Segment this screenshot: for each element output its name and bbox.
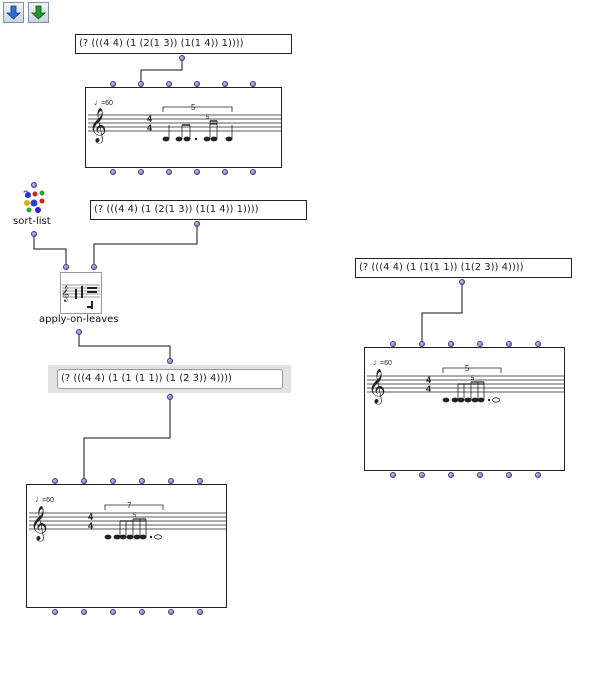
wire-sort-list-to-apply [33, 233, 67, 266]
outlet[interactable] [506, 472, 512, 478]
toolbar-down-blue-button[interactable] [3, 2, 24, 23]
time-signature-num: 4 [426, 375, 431, 385]
rhythm-tree-box-2[interactable]: (? (((4 4) (1 (2(1 3)) (1(1 4)) 1)))) [90, 200, 307, 220]
wire-rhythm1-to-score-top [140, 58, 183, 84]
outlet[interactable] [448, 472, 454, 478]
sort-list-label: sort-list [13, 216, 51, 227]
outlet[interactable] [194, 221, 200, 227]
inlet[interactable] [535, 341, 541, 347]
treble-clef-icon: 𝄞 [89, 108, 107, 144]
svg-text:𝄞: 𝄞 [61, 285, 69, 302]
staff-notation: 𝄞 ♩ =60 4 4 5 5 [88, 97, 281, 144]
outlet[interactable] [419, 472, 425, 478]
inlet[interactable] [222, 81, 228, 87]
tuplet-number: 5 [191, 103, 196, 112]
tuplet-number: 5 [465, 364, 470, 373]
green-down-arrow-icon [31, 5, 46, 20]
toolbar-down-green-button[interactable] [28, 2, 49, 23]
outlet[interactable] [197, 609, 203, 615]
score-editor-bottom[interactable]: 𝄞 ♩ =60 4 4 7 5 [26, 484, 227, 608]
inlet[interactable] [166, 81, 172, 87]
staff-notation: 𝄞 ♩ =60 4 4 7 5 [29, 494, 226, 542]
outlet[interactable] [110, 169, 116, 175]
outlet[interactable] [110, 609, 116, 615]
rhythm-tree-box-3[interactable]: (? (((4 4) (1 (1(1 1)) (1(2 3)) 4)))) [355, 258, 572, 278]
quarter-note-icon: ♩ [94, 97, 103, 107]
inlet[interactable] [448, 341, 454, 347]
inlet[interactable] [31, 182, 37, 188]
quarter-note-icon: ♩ [373, 357, 382, 367]
apply-on-leaves-label: apply-on-leaves [39, 314, 119, 325]
time-signature-den: 4 [88, 521, 93, 531]
inlet[interactable] [477, 341, 483, 347]
outlet[interactable] [139, 609, 145, 615]
inlet[interactable] [197, 478, 203, 484]
inlet[interactable] [250, 81, 256, 87]
tuplet-number-inner: 5 [206, 115, 210, 121]
inlet[interactable] [419, 341, 425, 347]
inlet[interactable] [138, 81, 144, 87]
inlet[interactable] [194, 81, 200, 87]
blue-down-arrow-icon [6, 5, 21, 20]
quarter-note-icon: ♩ [35, 494, 44, 504]
treble-clef-icon: 𝄞 [30, 506, 48, 542]
outlet[interactable] [166, 169, 172, 175]
apply-on-leaves-box[interactable]: 𝄞 [60, 272, 102, 314]
inlet[interactable] [52, 478, 58, 484]
inlet[interactable] [110, 81, 116, 87]
time-signature-num: 4 [147, 114, 152, 124]
inlet[interactable] [506, 341, 512, 347]
wire-rhythm3-to-score-right [421, 283, 463, 343]
outlet[interactable] [390, 472, 396, 478]
staff-notation: 𝄞 ♩ =60 4 4 5 5 [367, 357, 564, 405]
wire-rhythm2-to-apply [93, 225, 198, 266]
score-editor-right[interactable]: 𝄞 ♩ =60 4 4 5 5 [364, 347, 565, 471]
outlet[interactable] [179, 55, 185, 61]
sort-list-icon: ? [23, 189, 45, 213]
tuplet-number-inner: 5 [133, 513, 137, 519]
score-editor-top[interactable]: 𝄞 ♩ =60 4 4 5 5 [85, 87, 282, 168]
inlet[interactable] [110, 478, 116, 484]
outlet[interactable] [477, 472, 483, 478]
inlet[interactable] [167, 358, 173, 364]
svg-text:?: ? [23, 189, 29, 199]
tuplet-number-inner: 5 [471, 376, 475, 382]
tuplet-number: 7 [127, 501, 132, 510]
inlet[interactable] [168, 478, 174, 484]
inlet[interactable] [139, 478, 145, 484]
tempo-label: =60 [101, 100, 113, 107]
sort-list-box[interactable]: ? [21, 188, 47, 219]
inlet[interactable] [81, 478, 87, 484]
wire-result-to-score-bottom [83, 397, 171, 480]
time-signature-num: 4 [88, 512, 93, 522]
outlet[interactable] [81, 609, 87, 615]
rhythm-tree-result-box[interactable]: (? (((4 4) (1 (1 (1 1)) (1 (2 3)) 4)))) [57, 369, 283, 389]
treble-clef-icon: 𝄞 [368, 369, 386, 405]
tempo-label: =60 [42, 497, 54, 504]
outlet[interactable] [250, 169, 256, 175]
time-signature-den: 4 [147, 123, 152, 133]
inlet[interactable] [390, 341, 396, 347]
inlet[interactable] [91, 264, 97, 270]
rhythm-tree-box-1[interactable]: (? (((4 4) (1 (2(1 3)) (1(1 4)) 1)))) [75, 34, 292, 54]
outlet[interactable] [31, 231, 37, 237]
outlet[interactable] [459, 279, 465, 285]
wire-apply-to-result [78, 332, 171, 360]
outlet[interactable] [168, 609, 174, 615]
outlet[interactable] [222, 169, 228, 175]
score-thumbnail-icon: 𝄞 [61, 284, 100, 309]
outlet[interactable] [76, 329, 82, 335]
outlet[interactable] [167, 394, 173, 400]
outlet[interactable] [52, 609, 58, 615]
tempo-label: =60 [380, 360, 392, 367]
outlet[interactable] [138, 169, 144, 175]
outlet[interactable] [194, 169, 200, 175]
time-signature-den: 4 [426, 384, 431, 394]
inlet[interactable] [63, 264, 69, 270]
outlet[interactable] [535, 472, 541, 478]
